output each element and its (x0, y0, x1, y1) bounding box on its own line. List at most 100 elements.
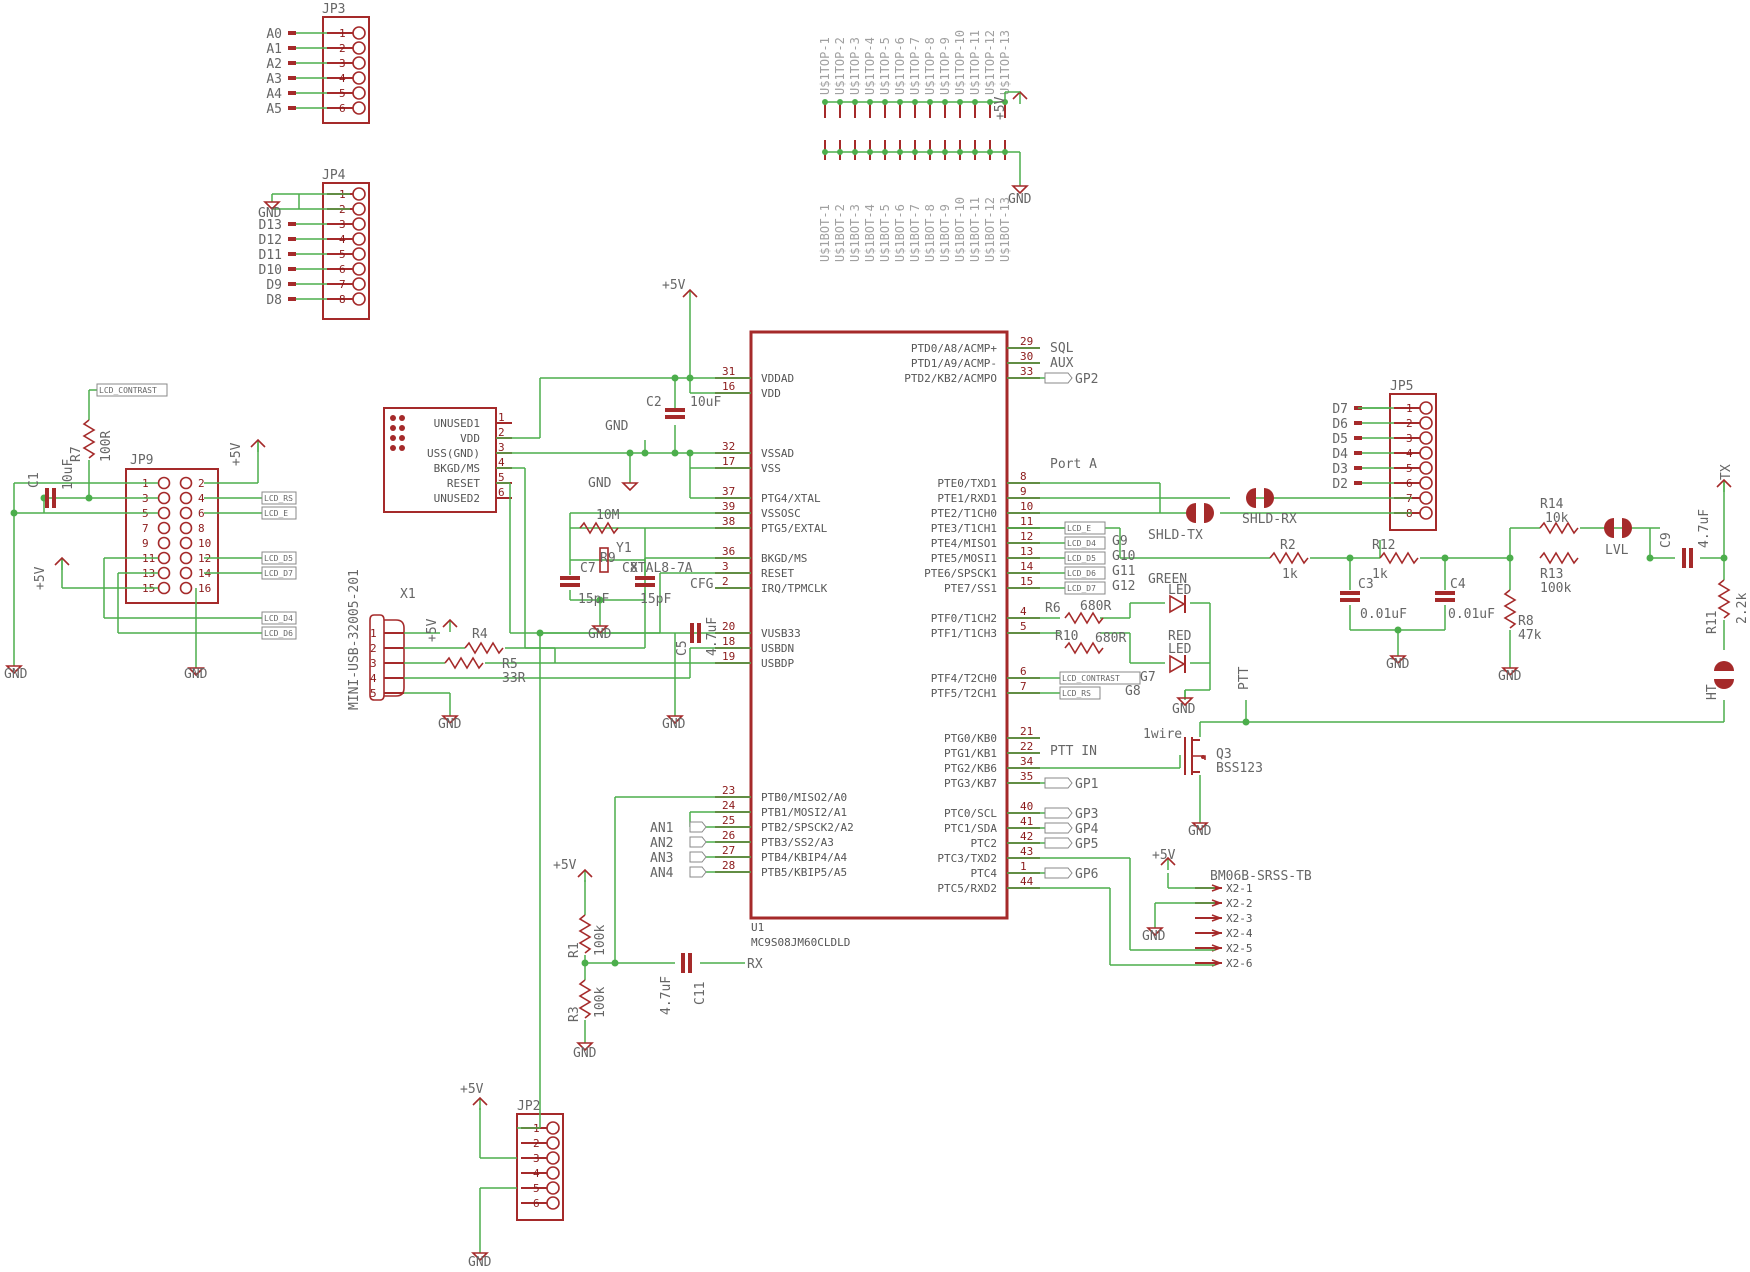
mcu-pin-num-35: 35 (1020, 770, 1033, 783)
mcu-pin-name-44: PTC5/RXD2 (937, 882, 997, 895)
x1-value: MINI-USB-32005-201 (347, 569, 362, 710)
shield-top-label: U$1TOP-6 (893, 37, 907, 95)
r3-name: R3 (567, 1006, 582, 1022)
top-5v: +5V (993, 96, 1008, 120)
an-port-tag (689, 836, 707, 848)
header-net-a3: A3 (266, 72, 282, 87)
gp-port-tag (1044, 777, 1073, 789)
r8-gnd: GND (1498, 669, 1522, 684)
header-net-d6: D6 (1332, 417, 1348, 432)
mcu-ref: U1 (751, 921, 764, 934)
shield-bot-label: U$1BOT-11 (968, 197, 982, 262)
mcu-pin-num-19: 19 (722, 650, 735, 663)
jp9-pad (157, 551, 171, 565)
shield-top-label: U$1TOP-8 (923, 37, 937, 95)
transistor-q3 (1184, 737, 1206, 775)
mcu-pin-name-13: PTE5/MOSI1 (931, 552, 997, 565)
jp9-pad (179, 521, 193, 535)
c7-value: 15pF (578, 592, 609, 607)
an1-label: AN1 (650, 821, 673, 836)
mcu-pin-name-29: PTD0/A8/ACMP+ (911, 342, 997, 355)
mcu-pin-num-25: 25 (722, 814, 735, 827)
header-pin-num: 6 (339, 102, 346, 115)
header-pad (352, 71, 366, 85)
c2-gnd: GND (605, 419, 629, 434)
shield-top-label: U$1TOP-1 (818, 37, 832, 95)
header-pad (352, 262, 366, 276)
header-pin-num: 6 (339, 263, 346, 276)
shield-bot-label: U$1BOT-4 (863, 204, 877, 262)
bm06-5v: +5V (1152, 848, 1176, 863)
mcu-pin-num-38: 38 (722, 515, 735, 528)
tx-label: TX (1719, 464, 1734, 480)
isp-pin-num: 3 (498, 441, 505, 454)
red-led-type: LED (1168, 642, 1192, 657)
tag-lcd-d7-chip: LCD_D7 (1067, 584, 1096, 593)
header-net-a0: A0 (266, 27, 282, 42)
jp9-pad (179, 581, 193, 595)
ht-label: HT (1705, 684, 1720, 700)
tag-lcd-d6-chip: LCD_D6 (1067, 569, 1096, 578)
mcu-pin-num-2: 2 (722, 575, 729, 588)
lvl-label: LVL (1605, 543, 1629, 558)
header-pad (1419, 401, 1433, 415)
jp9-name: JP9 (130, 453, 153, 468)
header-pin-num: 5 (533, 1182, 540, 1195)
mcu-pin-num-21: 21 (1020, 725, 1033, 738)
c9-value: 4.7uF (1697, 509, 1712, 548)
shield-top-label: U$1TOP-13 (998, 30, 1012, 95)
mcu-pin-name-22: PTG1/KB1 (944, 747, 997, 760)
shield-top-label: U$1TOP-2 (833, 37, 847, 95)
isp-pin-num: 2 (498, 426, 505, 439)
mcu-u1: 31VDDAD16VDD32VSSAD17VSS37PTG4/XTAL39VSS… (715, 330, 1040, 949)
mcu-pin-num-20: 20 (722, 620, 735, 633)
jp2-gnd: GND (468, 1255, 492, 1270)
mcu-pin-num-12: 12 (1020, 530, 1033, 543)
r8-value: 47k (1518, 628, 1542, 643)
header-pad (352, 187, 366, 201)
r9-value: 10M (596, 508, 620, 523)
mcu-pin-num-13: 13 (1020, 545, 1033, 558)
c1-name: C1 (27, 472, 42, 488)
mcu-pin-num-30: 30 (1020, 350, 1033, 363)
header-pin-num: 5 (1406, 462, 1413, 475)
mcu-pin-num-4: 4 (1020, 605, 1027, 618)
xtal-gnd: GND (588, 627, 612, 642)
header-pin-num: 6 (1406, 477, 1413, 490)
jp9-pin-num: 16 (198, 582, 211, 595)
mcu-pin-name-43: PTC3/TXD2 (937, 852, 997, 865)
port-a-label: Port A (1050, 457, 1097, 472)
jp9-pad (179, 491, 193, 505)
r10-value: 680R (1095, 631, 1126, 646)
ptt-in-label: PTT IN (1050, 744, 1097, 759)
mcu-pin-name-11: PTE3/T1CH1 (931, 522, 997, 535)
shield-top-label: U$1TOP-4 (863, 37, 877, 95)
x1-name: X1 (400, 587, 416, 602)
div-5v: +5V (553, 858, 577, 873)
usb-5v: +5V (425, 618, 440, 642)
mcu-pin-name-23: PTB0/MISO2/A0 (761, 791, 847, 804)
jp9-pad (157, 491, 171, 505)
r13-name: R13 (1540, 567, 1563, 582)
header-net-d10: D10 (259, 263, 282, 278)
jp9-pad (157, 506, 171, 520)
gp-port-tag (1044, 822, 1073, 834)
gp5-label: GP5 (1075, 837, 1098, 852)
mcu-pin-num-5: 5 (1020, 620, 1027, 633)
shield-bot-label: U$1BOT-9 (938, 204, 952, 262)
header-pin-num: 5 (339, 248, 346, 261)
header-net-d3: D3 (1332, 462, 1348, 477)
isp-pin-num: 1 (498, 411, 505, 424)
q3-gnd: GND (1188, 824, 1212, 839)
r10-name: R10 (1055, 629, 1078, 644)
header-net-d12: D12 (259, 233, 282, 248)
an2-label: AN2 (650, 836, 673, 851)
mcu-pin-num-24: 24 (722, 799, 736, 812)
mcu-pin-num-22: 22 (1020, 740, 1033, 753)
sql-label: SQL (1050, 341, 1074, 356)
wires (13, 302, 1725, 1245)
jp2-name: JP2 (517, 1099, 540, 1114)
jp9-5v-right: +5V (229, 442, 244, 466)
header-pad (352, 101, 366, 115)
mcu-pin-num-6: 6 (1020, 665, 1027, 678)
